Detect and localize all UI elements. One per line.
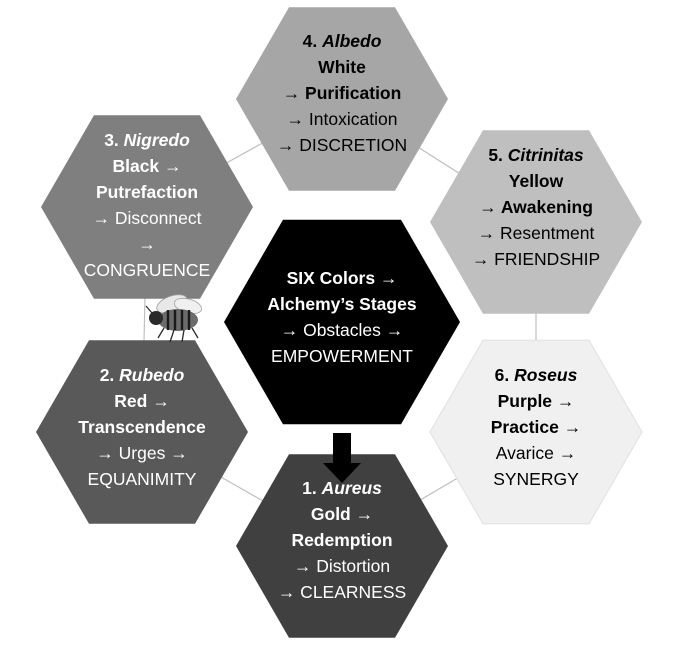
label-line-part: 5. — [488, 145, 507, 165]
label-line-part: Albedo — [321, 31, 382, 51]
bee-leg — [157, 327, 165, 339]
hexagon-shape — [430, 130, 642, 314]
hexagon-shape — [236, 454, 448, 638]
label-line-part: → Urges → — [96, 443, 187, 463]
label-line-part: EQUANIMITY — [88, 469, 197, 489]
label-line-part: Roseus — [514, 365, 577, 385]
label-line-part: Rubedo — [119, 365, 184, 385]
bee-leg — [169, 329, 175, 343]
hexagon-shape — [429, 339, 643, 525]
label-line-part: → — [559, 417, 581, 437]
bee-icon — [145, 294, 203, 343]
label-line-part: Citrinitas — [508, 145, 584, 165]
label-line-part: Black → — [112, 156, 181, 176]
label-line-part: SIX Colors → — [287, 268, 398, 288]
label-line-part: Avarice → — [496, 443, 576, 463]
arrow-head — [323, 463, 361, 483]
hexagon-shape — [236, 7, 448, 191]
label-line-part: → Disconnect — [93, 208, 202, 228]
label-line-part: Yellow — [509, 171, 564, 191]
label-line-part: Red → — [114, 391, 169, 411]
label-line-part: Putrefaction — [96, 182, 198, 202]
label-line-part: → — [138, 234, 156, 254]
label-line-part: → Resentment — [478, 223, 595, 243]
label-line-part: Transcendence — [78, 417, 206, 437]
label-line-part: SYNERGY — [493, 469, 579, 489]
hexagon-shape — [36, 340, 248, 524]
label-line-part: → Purification — [283, 83, 402, 103]
center-hexagon: SIX Colors → Alchemy’s Stages → Obstacles … — [224, 219, 460, 425]
label-line-part: → Obstacles → — [281, 320, 404, 340]
label-line-part: Gold → — [311, 504, 373, 524]
label-line-part: → CLEARNESS — [278, 582, 406, 602]
center-label: SIX Colors → Alchemy’s Stages → Obstacles … — [267, 268, 416, 366]
label-line-part: Nigredo — [124, 130, 190, 150]
label-line-part: Purple → — [498, 391, 575, 411]
label-line-part: → DISCRETION — [277, 135, 407, 155]
label-line-part: CONGRUENCE — [84, 260, 210, 280]
label-line-part: Redemption — [291, 530, 392, 550]
label-line-part: → Awakening — [479, 197, 593, 217]
label-line-part: 4. — [303, 31, 322, 51]
label-line-part: → Intoxication — [287, 109, 398, 129]
hexagon-shape — [224, 219, 460, 425]
label-line-part: 3. — [104, 130, 123, 150]
bee-body — [158, 309, 198, 331]
bee-head — [149, 311, 163, 325]
label-line-part: 6. — [495, 365, 514, 385]
label-line-part: Practice — [491, 417, 559, 437]
label-line-part: 2. — [100, 365, 119, 385]
bee-leg — [181, 329, 185, 343]
bee-leg — [191, 327, 199, 339]
down-arrow-icon — [323, 433, 361, 483]
label-line-part: 1. — [302, 478, 321, 498]
label-line-part: → Distortion — [294, 556, 390, 576]
bee-antenna — [145, 305, 153, 314]
label-line-part: → FRIENDSHIP — [472, 249, 600, 269]
label-line-part: White — [318, 57, 366, 77]
arrow-shaft — [333, 433, 351, 465]
label-line-part: Alchemy’s Stages — [267, 294, 416, 314]
label-line-part: EMPOWERMENT — [271, 346, 413, 366]
label-line-part: Aureus — [321, 478, 383, 498]
hexagon-shape — [41, 115, 253, 299]
